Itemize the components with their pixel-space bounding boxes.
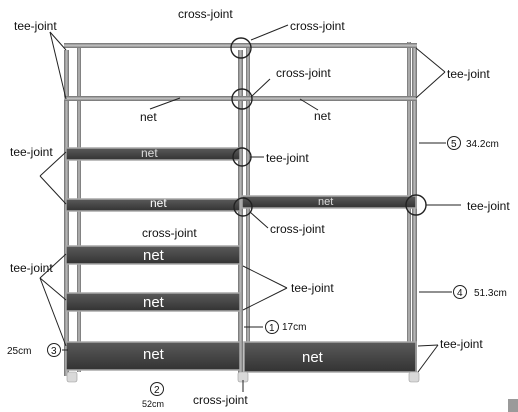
label-cross-joint-rail2: cross-joint <box>276 66 331 80</box>
label-net-shelf4: net <box>143 294 165 311</box>
frame-pole-middle-front <box>238 50 243 376</box>
joint-circles <box>230 37 427 217</box>
label-net-shelf2-right: net <box>318 196 333 208</box>
label-net-rail2-left: net <box>140 110 157 124</box>
marker-1-number: 1 <box>269 323 275 334</box>
label-tee-joint-top-left: tee-joint <box>14 19 57 33</box>
label-cross-joint-top: cross-joint <box>290 19 345 33</box>
marker-1-circle <box>265 320 279 334</box>
leader-line <box>39 277 67 347</box>
leader-line <box>39 277 67 301</box>
label-net-rail2-right: net <box>314 109 331 123</box>
label-cross-joint-top-plain: cross-joint <box>178 7 233 21</box>
labels: tee-joint cross-joint cross-joint cross-… <box>10 7 510 407</box>
label-tee-joint-left-lower: tee-joint <box>10 261 53 275</box>
shelf-5-left <box>65 341 241 371</box>
leader-line <box>39 175 67 205</box>
label-tee-joint-bottom-right: tee-joint <box>440 337 483 351</box>
leader-line <box>242 265 288 289</box>
leader-line <box>49 31 67 51</box>
frame-top-rail <box>64 43 417 48</box>
shelf-4 <box>65 292 241 312</box>
marker-3-circle <box>47 343 61 357</box>
leader-line <box>415 47 446 73</box>
corner-square <box>508 399 518 412</box>
leader-line <box>417 344 439 347</box>
label-net-shelf3: net <box>143 247 165 264</box>
shelves <box>65 147 417 373</box>
joint-circle-rail2-cross <box>231 88 253 110</box>
leader-lines <box>39 24 461 392</box>
leader-line <box>149 97 181 110</box>
label-net-shelf5-left: net <box>143 346 165 363</box>
frame-pole-front-left <box>64 50 69 376</box>
label-tee-joint-right-mid: tee-joint <box>467 199 510 213</box>
rack-feet <box>66 371 420 383</box>
label-cross-joint-mid-left: cross-joint <box>142 226 197 240</box>
label-tee-joint-mid-lower: tee-joint <box>291 281 334 295</box>
label-tee-joint-shelf1-mid: tee-joint <box>266 151 309 165</box>
leader-line <box>39 253 67 279</box>
marker-5-number: 5 <box>451 139 457 150</box>
leader-line <box>417 344 439 373</box>
label-net-shelf1: net <box>141 146 158 160</box>
marker-4-circle <box>453 285 467 299</box>
leader-line <box>415 71 446 99</box>
joint-circle-shelf2-cross <box>233 197 253 217</box>
marker-4-number: 4 <box>457 288 463 299</box>
shelf-5-right <box>243 341 417 373</box>
dimension-3-value: 25cm <box>7 346 31 357</box>
foot <box>408 371 420 383</box>
leader-line <box>242 287 288 311</box>
dimension-4-value: 51.3cm <box>474 288 507 299</box>
label-tee-joint-top-right: tee-joint <box>447 67 490 81</box>
leader-line <box>251 78 271 97</box>
shelf-3 <box>65 245 241 265</box>
leader-line <box>250 24 289 41</box>
shelf-2-left <box>65 198 241 212</box>
marker-5-circle <box>447 136 461 150</box>
marker-3-number: 3 <box>51 346 57 357</box>
label-net-shelf5-right: net <box>302 349 324 366</box>
frame-rail-2 <box>64 96 417 101</box>
marker-2-number: 2 <box>154 385 160 396</box>
dimension-1-value: 17cm <box>282 322 306 333</box>
joint-circle-top-cross <box>230 37 252 59</box>
label-cross-joint-bottom: cross-joint <box>193 393 248 407</box>
leader-line <box>49 31 67 100</box>
label-tee-joint-left-mid: tee-joint <box>10 145 53 159</box>
label-net-shelf2-left: net <box>150 196 167 210</box>
leader-line <box>249 211 269 229</box>
dimension-2-value: 52cm <box>142 399 164 409</box>
frame-pole-front-right <box>412 46 417 372</box>
frame-pole-middle-back <box>246 46 250 372</box>
leader-line <box>299 98 319 111</box>
leader-line <box>39 151 67 177</box>
dimension-5-value: 34.2cm <box>466 139 499 150</box>
label-cross-joint-mid-right: cross-joint <box>270 222 325 236</box>
dimension-markers: 1 17cm 2 52cm 3 25cm 4 51.3cm 5 34.2cm <box>7 136 507 409</box>
shelf-1 <box>65 147 241 161</box>
marker-2-circle <box>150 382 164 396</box>
shelf-2-right <box>241 195 417 209</box>
foot <box>66 371 78 383</box>
